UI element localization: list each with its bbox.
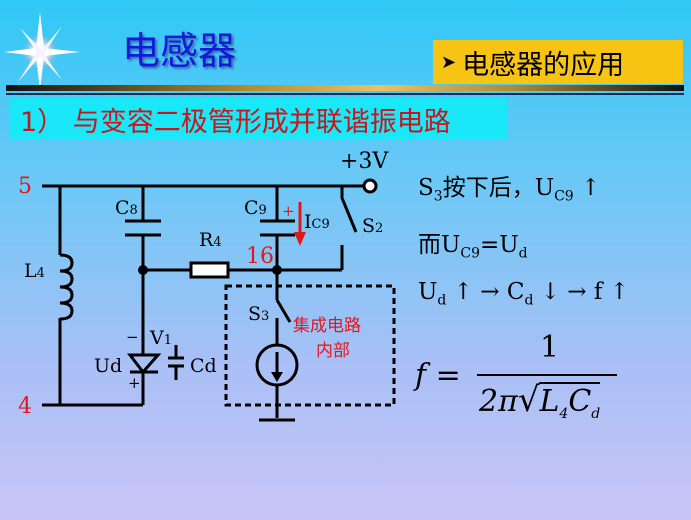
section-badge: ➤电感器的应用	[433, 40, 683, 84]
svg-text:−: −	[126, 328, 139, 346]
star-decoration-icon	[4, 12, 80, 90]
capacitor-Cd	[168, 345, 184, 380]
explanation-line-3: Ud ↑ → Cd ↓ → f ↑	[418, 279, 629, 309]
badge-label: 电感器的应用	[462, 49, 625, 81]
svg-text:L4: L4	[24, 260, 45, 282]
svg-text:C8: C8	[115, 197, 138, 219]
ic-boundary	[224, 284, 396, 407]
current-arrow-icon	[294, 232, 306, 246]
explanation-line-2: 而UC9=Ud	[418, 232, 528, 262]
svg-text:S2: S2	[362, 215, 383, 237]
circuit-diagram: 5 4 16 +3V L4 C8 C9 R4 IC9 S2 S3 V1 Ud C…	[18, 149, 396, 422]
capacitor-C8	[125, 186, 161, 405]
explanation-line-1: S3按下后，UC9 ↑	[418, 175, 601, 205]
svg-text:+: +	[128, 374, 141, 392]
svg-text:V1: V1	[149, 327, 172, 349]
resonance-formula: f = 1 2π√L4Cd	[415, 330, 635, 430]
ic-label-2: 内部	[316, 341, 350, 361]
page-title: 电感器	[122, 29, 237, 73]
svg-text:R4: R4	[199, 229, 222, 251]
supply-terminal	[362, 178, 378, 194]
switch-S2	[340, 186, 358, 270]
svg-text:Ud: Ud	[94, 355, 122, 377]
node-5-label: 5	[18, 174, 32, 199]
resistor-R4	[189, 261, 230, 279]
junction-node	[272, 265, 282, 275]
junction-node	[138, 265, 148, 275]
left-wires	[42, 186, 143, 407]
svg-text:S3: S3	[248, 303, 269, 325]
ic-label: 集成电路	[293, 316, 361, 336]
svg-text:Cd: Cd	[190, 355, 217, 377]
inductor-L4	[59, 253, 74, 321]
supply-label: +3V	[340, 149, 389, 174]
arrow-down-icon	[271, 372, 283, 382]
divider-thin	[6, 93, 684, 95]
svg-text:+: +	[282, 202, 295, 220]
divider	[6, 85, 684, 91]
varactor-V1	[126, 353, 162, 375]
node-16-label: 16	[246, 244, 274, 269]
svg-text:C9: C9	[244, 197, 267, 219]
node-4-label: 4	[18, 394, 32, 419]
current-source	[255, 343, 299, 387]
svg-text:IC9: IC9	[304, 211, 330, 233]
subtitle: 1） 与变容二极管形成并联谐振电路	[10, 98, 507, 140]
arrow-right-icon: ➤	[441, 51, 457, 73]
